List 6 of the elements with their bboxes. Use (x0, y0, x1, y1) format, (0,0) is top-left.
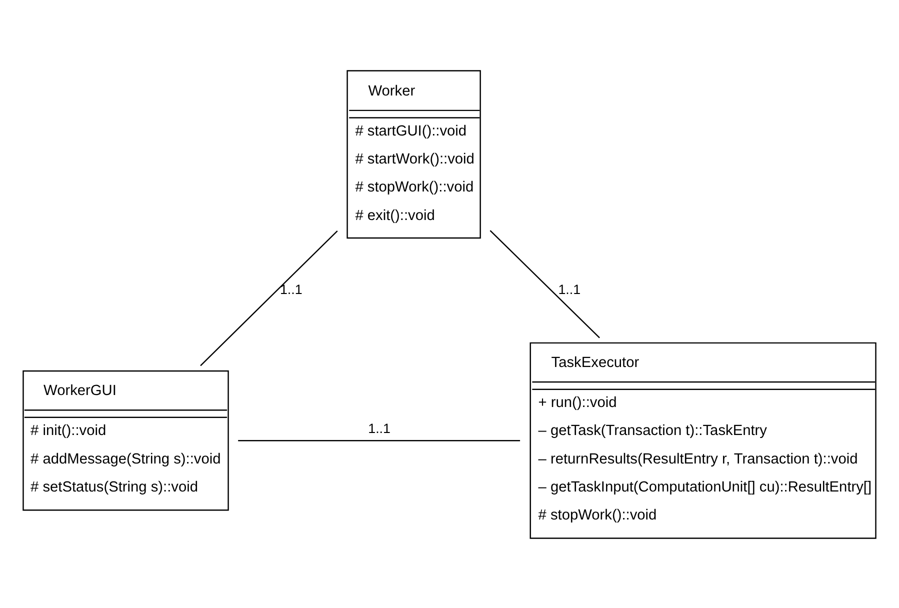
connector (238, 439, 520, 441)
connector (490, 230, 600, 338)
edge-label: 1..1 (280, 281, 302, 296)
edge-label: 1..1 (368, 420, 391, 436)
connector (200, 230, 338, 366)
edge-label: 1..1 (558, 281, 581, 296)
